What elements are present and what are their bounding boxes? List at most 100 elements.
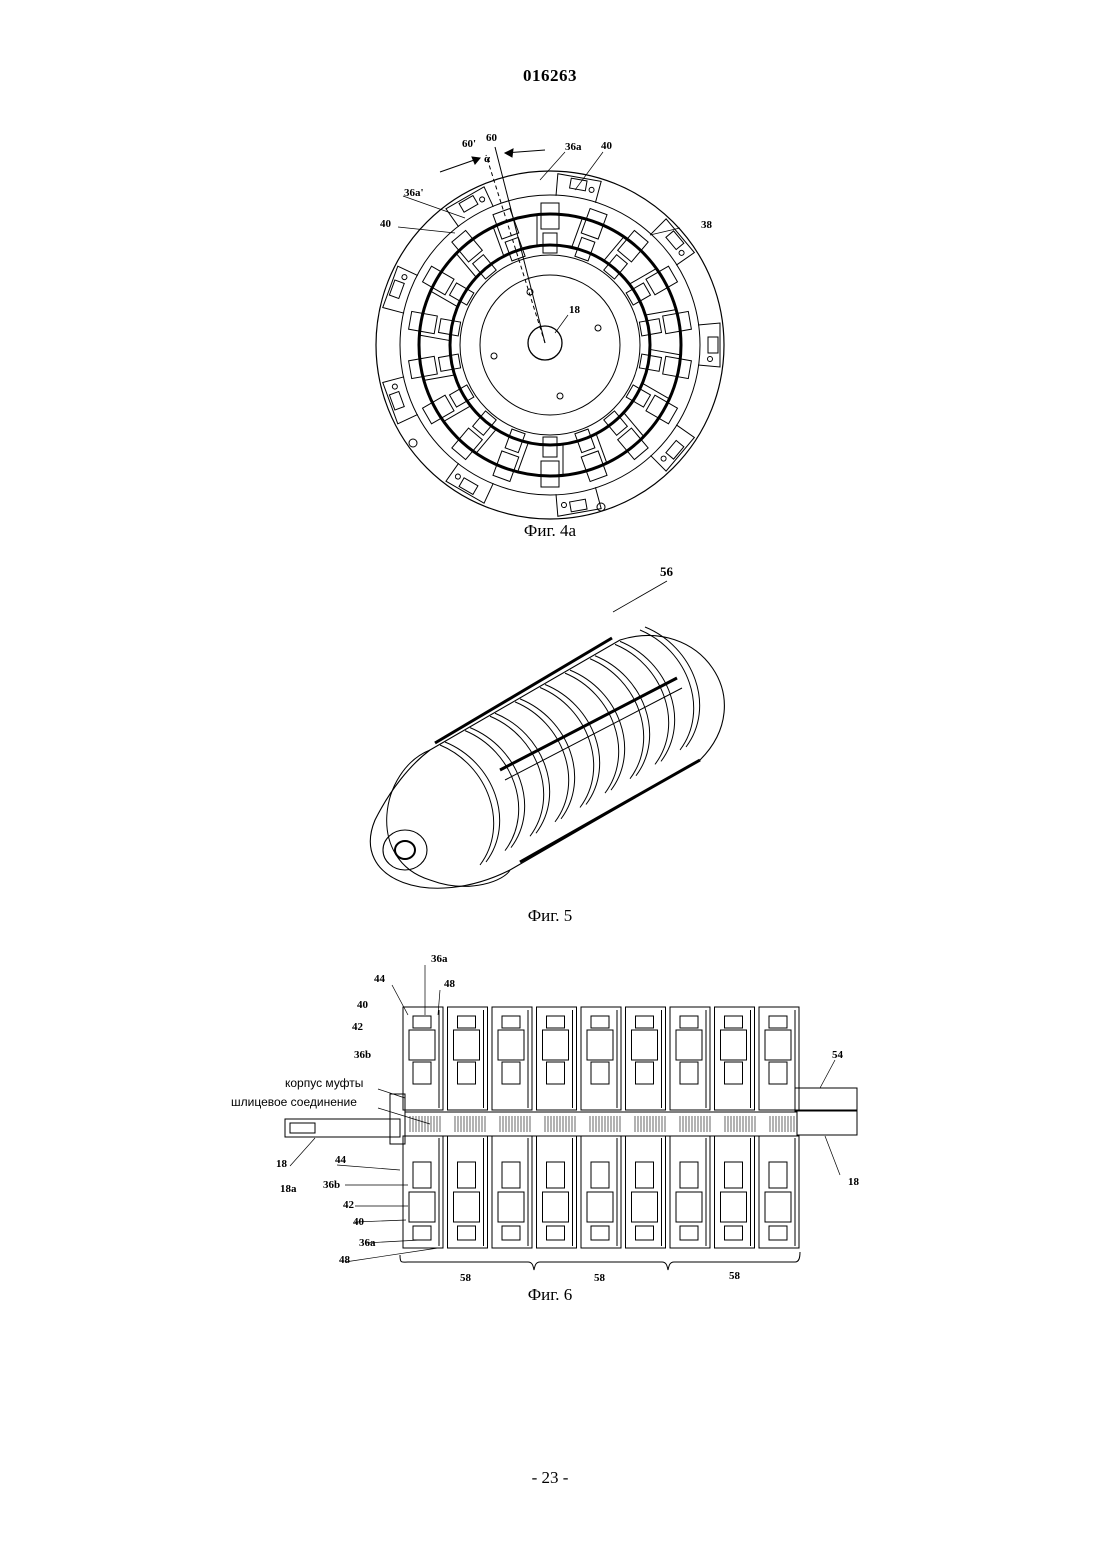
upper-coil [591, 1016, 609, 1028]
shaft-right [795, 1111, 857, 1135]
capsule-ring-edge [520, 699, 575, 819]
leader-44-top [392, 985, 408, 1015]
figure-4a-caption: Фиг. 4a [0, 521, 1100, 541]
mounting-tab [383, 375, 419, 424]
capsule-ring [440, 745, 494, 865]
leader-44-bottom [337, 1165, 400, 1170]
lower-coil [636, 1226, 654, 1240]
pole-side-line [624, 413, 644, 437]
pole-side-line [443, 406, 470, 422]
label-36a-prime: 36a' [404, 187, 424, 199]
hub-hole [595, 325, 601, 331]
upper-coil [769, 1016, 787, 1028]
figure-6-drawing [285, 965, 857, 1270]
label-36a-top: 36a [431, 953, 448, 965]
label-36a-bottom: 36a [359, 1237, 376, 1249]
upper-yoke [680, 1062, 698, 1084]
lower-magnet [409, 1192, 435, 1222]
label-18a: 18a [280, 1183, 297, 1195]
pole-inner-block [543, 233, 557, 253]
lower-yoke [413, 1162, 431, 1188]
group-braces-58 [400, 1252, 800, 1270]
tab-outline [383, 266, 419, 315]
upper-yoke [636, 1062, 654, 1084]
tab-hole [479, 196, 486, 203]
lower-coil [547, 1226, 565, 1240]
upper-yoke [547, 1062, 565, 1084]
outer-housing-ring [376, 171, 724, 519]
upper-yoke [413, 1062, 431, 1084]
pole-side-line [493, 226, 504, 255]
upper-yoke [502, 1062, 520, 1084]
pole-side-line [456, 253, 476, 277]
tab-slot [570, 499, 587, 512]
leader-18 [555, 315, 568, 333]
capsule-outline [370, 636, 724, 889]
label-40-top: 40 [601, 140, 613, 152]
label-36b-top: 36b [354, 1049, 371, 1061]
mounting-tab [649, 423, 694, 471]
pole-side-line [430, 291, 457, 307]
capsule-ring-edge [645, 627, 700, 747]
pole-side-line [651, 350, 682, 355]
lower-coil [769, 1226, 787, 1240]
label-40-left: 40 [380, 218, 392, 230]
lower-magnet [676, 1192, 702, 1222]
tab-outline [698, 323, 720, 367]
upper-coil [680, 1016, 698, 1028]
label-44-top: 44 [374, 973, 386, 985]
lower-magnet [454, 1192, 480, 1222]
upper-coil [547, 1016, 565, 1028]
tie-rod [500, 678, 677, 770]
tab-hole [708, 357, 713, 362]
leader-48-bottom [345, 1248, 438, 1262]
tab-slot [708, 337, 718, 353]
pole-side-line [517, 443, 528, 472]
lower-coil [725, 1226, 743, 1240]
tab-hole [454, 473, 461, 480]
tab-outline [649, 423, 694, 471]
label-54: 54 [832, 1049, 844, 1061]
pole-side-line [604, 236, 624, 260]
pole-side-line [596, 435, 607, 464]
pole-side-line [630, 268, 657, 284]
pole-inner-block [543, 437, 557, 457]
leader-18-left [290, 1138, 315, 1166]
mounting-tab [554, 174, 601, 203]
capsule-end-cap [387, 750, 510, 886]
label-42-top: 42 [352, 1021, 364, 1033]
lower-magnet [632, 1192, 658, 1222]
mounting-tab [554, 487, 601, 516]
tab-hole [678, 249, 685, 256]
mounting-tab [383, 266, 419, 315]
tab-slot [459, 196, 478, 213]
upper-yoke [769, 1062, 787, 1084]
label-56: 56 [660, 564, 674, 579]
lower-magnet [543, 1192, 569, 1222]
capsule-ring-edge [620, 641, 675, 761]
capsule-ring [490, 716, 544, 836]
lower-yoke [680, 1162, 698, 1188]
pole-outer-block [541, 203, 559, 229]
upper-coil [725, 1016, 743, 1028]
capsule-end-shaft [395, 841, 415, 859]
upper-yoke [591, 1062, 609, 1084]
pole-side-line [643, 384, 670, 400]
upper-magnet [543, 1030, 569, 1060]
label-58-second: 58 [594, 1272, 606, 1284]
tab-slot [666, 440, 684, 459]
label-18-right: 18 [848, 1176, 860, 1188]
tab-hole [660, 455, 667, 462]
upper-coil [413, 1016, 431, 1028]
lower-yoke [769, 1162, 787, 1188]
capsule-ring [465, 731, 519, 851]
capsule-ring [640, 630, 694, 750]
figure-6-caption: Фиг. 6 [0, 1285, 1100, 1305]
tab-outline [446, 187, 495, 228]
label-60-prime: 60' [462, 138, 476, 150]
inner-ring [460, 255, 640, 435]
leader-36a [540, 152, 565, 180]
lower-coil [458, 1226, 476, 1240]
tab-outline [383, 375, 419, 424]
lower-coil [591, 1226, 609, 1240]
